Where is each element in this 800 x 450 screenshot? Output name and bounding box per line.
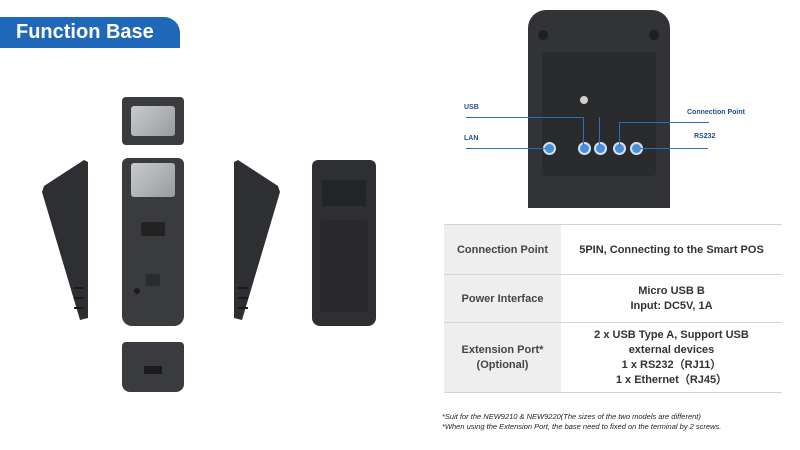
rs232-callout: RS232 — [694, 133, 716, 140]
base-top-cap — [122, 97, 184, 145]
table-row: Connection Point 5PIN, Connecting to the… — [444, 224, 782, 275]
product-renders — [42, 97, 376, 392]
footnote: *Suit for the NEW9210 & NEW9220(The size… — [442, 412, 701, 421]
spec-table: Connection Point 5PIN, Connecting to the… — [444, 224, 782, 393]
footnote: *When using the Extension Port, the base… — [442, 422, 722, 431]
lan-port — [545, 144, 554, 153]
footnotes: *Suit for the NEW9210 & NEW9220(The size… — [442, 412, 721, 432]
usb-callout: USB — [464, 104, 479, 111]
row-value: 5PIN, Connecting to the Smart POS — [561, 224, 782, 275]
base-right-side — [234, 160, 280, 320]
table-row: Power Interface Micro USB B Input: DC5V,… — [444, 274, 782, 323]
rs232-port — [615, 144, 624, 153]
terminal-bottom-view — [528, 10, 670, 208]
base-back — [312, 160, 376, 326]
row-value: Micro USB B Input: DC5V, 1A — [561, 274, 782, 323]
connection-point-callout: Connection Point — [687, 109, 745, 116]
lan-callout: LAN — [464, 135, 479, 142]
row-key: Connection Point — [444, 224, 561, 275]
row-value: 2 x USB Type A, Support USB external dev… — [561, 322, 782, 393]
connection-point-port — [632, 144, 641, 153]
table-row: Extension Port* (Optional) 2 x USB Type … — [444, 322, 782, 393]
usb-port-2 — [596, 144, 605, 153]
usb-port-1 — [580, 144, 589, 153]
base-front — [122, 158, 184, 326]
page-title: Function Base — [0, 17, 180, 48]
row-key: Extension Port* (Optional) — [444, 322, 561, 393]
base-bottom-cap — [122, 342, 184, 392]
base-left-side — [42, 160, 88, 320]
row-key: Power Interface — [444, 274, 561, 323]
